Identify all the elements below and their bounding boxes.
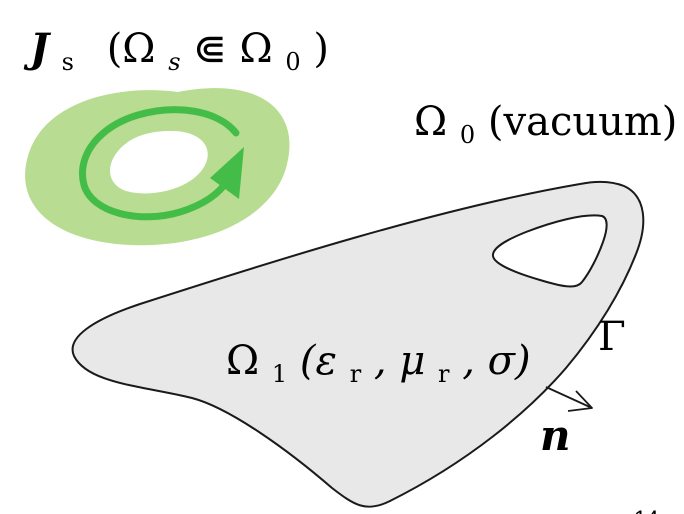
source-relation: ⋐ Ω <box>193 26 272 72</box>
vacuum-symbol: Ω <box>414 99 447 145</box>
boundary-label: Γ <box>598 314 626 360</box>
body-params-open: (ε <box>300 338 337 384</box>
vacuum-subscript: 0 <box>460 121 475 149</box>
vacuum-text: (vacuum) <box>488 99 678 145</box>
source-current-symbol: J <box>23 25 52 72</box>
source-condition-close: ) <box>313 26 329 72</box>
conductor-body <box>71 180 645 508</box>
normal-arrow-head <box>567 390 593 412</box>
coil-inner-hole <box>110 130 208 194</box>
source-coil <box>25 88 290 246</box>
permeability-subscript: r <box>438 360 450 388</box>
current-arrow-path <box>79 106 240 221</box>
current-arrow-head <box>210 147 244 199</box>
body-symbol: Ω <box>226 338 259 384</box>
page-number: 14 <box>634 506 658 514</box>
source-rhs-subscript: 0 <box>285 48 300 76</box>
source-domain-subscript: s <box>168 48 180 76</box>
body-params-tail: , σ) <box>462 338 530 384</box>
normal-vector <box>545 386 593 412</box>
source-current-subscript: s <box>62 48 74 76</box>
body-subscript: 1 <box>272 360 287 388</box>
body-label: Ω 1 (ε r , μ r , σ) <box>226 338 531 392</box>
body-params-mid: , μ <box>374 338 425 384</box>
source-label: J s (Ω s ⋐ Ω 0 ) <box>23 25 329 80</box>
body-hole <box>492 214 608 288</box>
vacuum-label: Ω 0 (vacuum) <box>414 99 677 153</box>
source-condition-open: (Ω <box>107 26 156 72</box>
permittivity-subscript: r <box>350 360 362 388</box>
normal-label: n <box>540 411 571 460</box>
normal-arrow-shaft <box>545 386 593 409</box>
